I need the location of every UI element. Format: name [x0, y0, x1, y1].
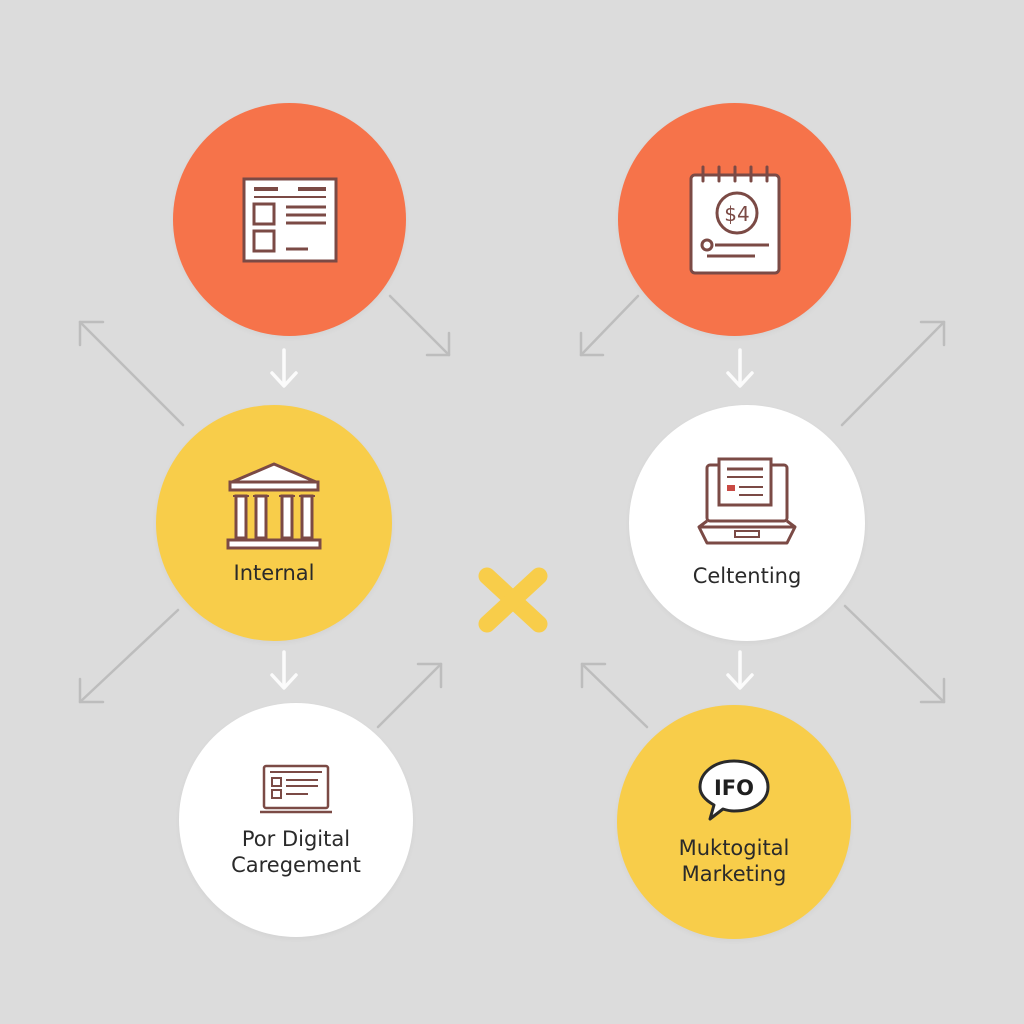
diagonal-arrow-right-up: [840, 320, 946, 427]
calendar-price-icon: $4: [689, 165, 780, 274]
diagonal-arrow-left-down: [78, 608, 180, 704]
arrow-celtenting-to-muktogital: [726, 650, 754, 690]
arrow-calendar-to-celtenting: [726, 348, 754, 388]
speech-bubble-icon: IFO: [698, 759, 770, 821]
cross-icon: [478, 567, 548, 633]
laptop-icon: [697, 457, 797, 545]
diagonal-arrow-por-digital-out: [376, 662, 443, 729]
diagonal-arrow-left-up: [78, 320, 185, 427]
diagonal-arrow-doc-out: [388, 294, 451, 357]
speech-bubble-text: IFO: [714, 776, 754, 800]
muktogital-label: Muktogital Marketing: [678, 836, 790, 886]
internal-node[interactable]: Internal: [156, 405, 392, 641]
diagonal-arrow-muktogital-out: [580, 662, 649, 729]
document-node[interactable]: [173, 103, 406, 336]
celtenting-node[interactable]: Celtenting: [629, 405, 865, 641]
calendar-price-text: $4: [724, 202, 749, 226]
internal-label: Internal: [233, 561, 315, 585]
document-form-icon: [242, 177, 337, 262]
por-digital-node[interactable]: Por Digital Caregement: [179, 703, 413, 937]
monitor-icon: [260, 764, 332, 814]
diagonal-arrow-calendar-out: [579, 294, 640, 357]
diagonal-arrow-right-down: [843, 604, 946, 704]
arrow-document-to-internal: [270, 348, 298, 388]
por-digital-label: Por Digital Caregement: [231, 827, 361, 877]
bank-building-icon: [226, 462, 322, 550]
calendar-node[interactable]: $4: [618, 103, 851, 336]
arrow-internal-to-por-digital: [270, 650, 298, 690]
celtenting-label: Celtenting: [692, 564, 802, 588]
muktogital-node[interactable]: IFO Muktogital Marketing: [617, 705, 851, 939]
